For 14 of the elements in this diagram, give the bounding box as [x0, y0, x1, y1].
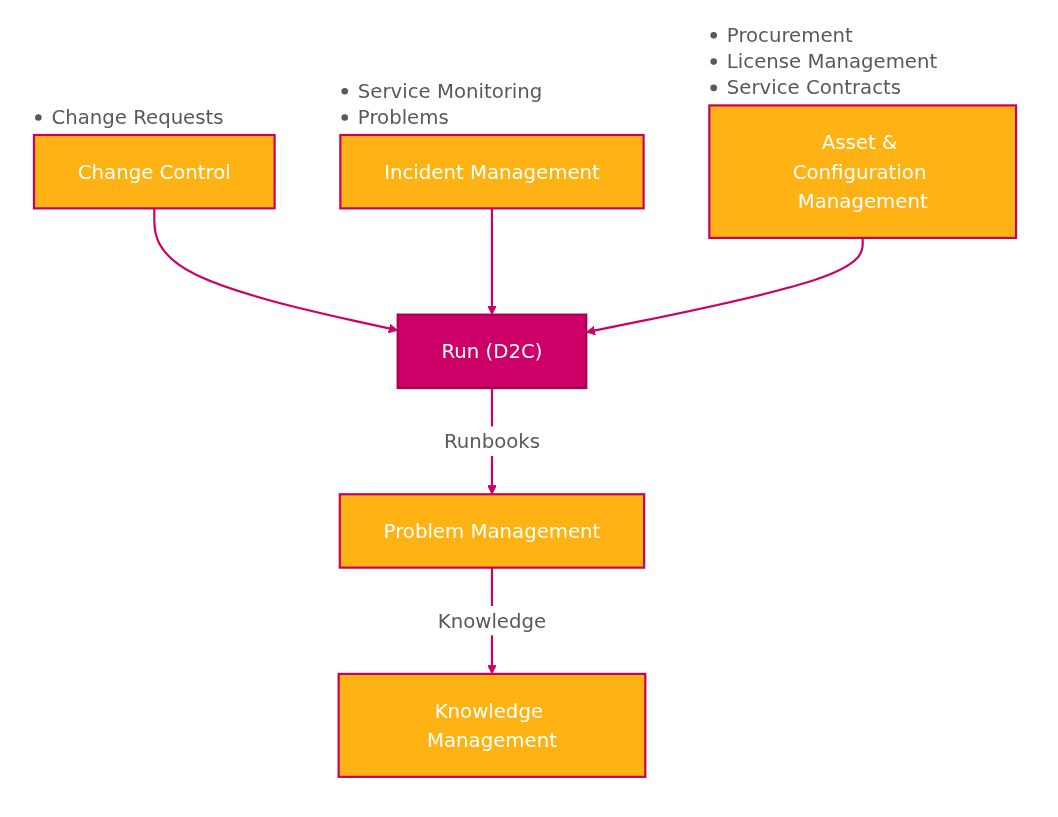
node-box: Knowledge Management: [337, 672, 647, 778]
node-box: Change Control: [32, 133, 276, 210]
bullet-item: Change Requests: [35, 106, 224, 130]
edge-label: Knowledge: [437, 609, 547, 633]
bullet-item: Problems: [341, 106, 449, 130]
edge-label: Runbooks: [443, 429, 541, 453]
node-box: Asset & Configuration Management: [708, 104, 1018, 240]
node-box: Run (D2C): [396, 313, 588, 390]
node-box: Problem Management: [338, 493, 646, 569]
bullet-item: Service Contracts: [710, 76, 901, 100]
bullet-item: License Management: [710, 50, 938, 74]
bullet-item: Procurement: [710, 23, 853, 47]
bullet-item: Service Monitoring: [341, 79, 543, 103]
node-box: Incident Management: [339, 133, 645, 210]
